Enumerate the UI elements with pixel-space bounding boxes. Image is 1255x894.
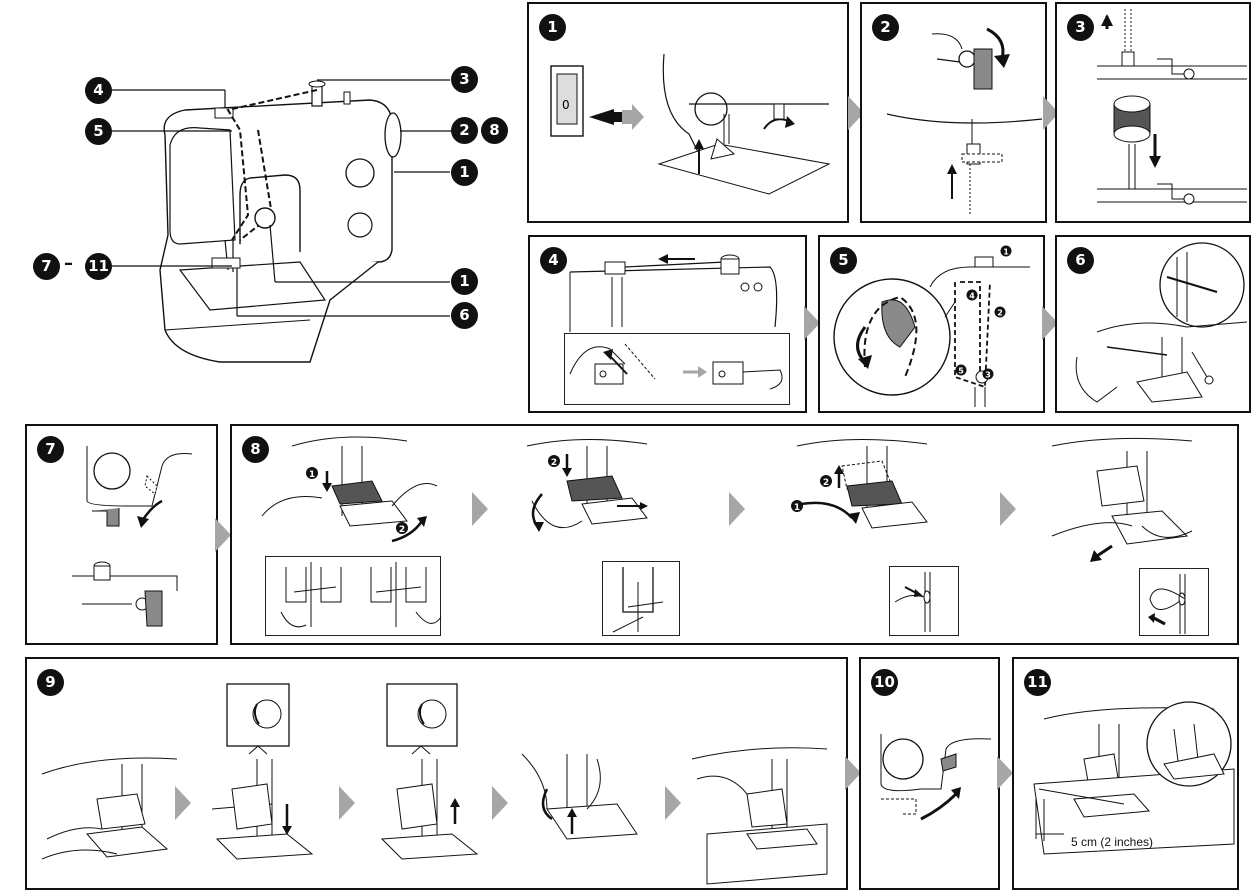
callout-badge: 6: [451, 302, 478, 329]
detail-inset: [1139, 568, 1209, 636]
threader-lever-up-illustration: [880, 734, 992, 821]
step-panel-4: 4: [528, 235, 807, 413]
step-number-badge: 6: [1067, 247, 1094, 274]
threader-lever-illustration: [72, 446, 193, 627]
step-number-badge: 9: [37, 669, 64, 696]
sub-step-mark: 2: [823, 478, 829, 488]
step-panel-10: 10: [859, 657, 1000, 890]
hook-detail-illustration: [612, 567, 664, 633]
thread-detail-illustration: [569, 343, 783, 390]
step-panel-2: 2: [860, 2, 1047, 223]
step-arrow: [1043, 96, 1059, 130]
detail-inset: [265, 556, 442, 636]
step-number-badge: 7: [37, 436, 64, 463]
step-number-badge: 3: [1067, 14, 1094, 41]
callout-badge: 1: [451, 268, 478, 295]
dimension-label: 5 cm (2 inches): [1071, 835, 1154, 849]
step-panel-8: 8 1 2 2 1 2: [230, 424, 1239, 645]
svg-text:0: 0: [562, 98, 570, 112]
hook-detail-illustration: [280, 562, 442, 628]
step-panel-11: 11 5 cm (2 inches): [1012, 657, 1239, 890]
needle-eye-detail-illustration: [1148, 574, 1186, 634]
needle-threading-sequence-illustration: 1 2 2 1 2: [261, 436, 1193, 562]
upper-threading-illustration: 1 2 3 4 5: [833, 245, 1030, 407]
step-number-badge: 10: [871, 669, 898, 696]
step-panel-9: 9: [25, 657, 848, 890]
step-arrow: [215, 518, 231, 552]
range-dash: –: [64, 253, 73, 274]
step-arrow: [997, 756, 1013, 790]
path-mark: 3: [985, 371, 991, 380]
step-number-badge: 8: [242, 436, 269, 463]
bobbin-thread-pickup-sequence-illustration: [41, 683, 828, 885]
step-number-badge: 2: [872, 14, 899, 41]
handwheel-illustration: [886, 27, 1043, 214]
path-mark: 4: [969, 292, 975, 301]
callout-badge: 3: [451, 66, 478, 93]
path-mark: 5: [958, 367, 964, 376]
spool-pin-illustration: [1097, 9, 1247, 205]
detail-inset: [602, 561, 680, 636]
step-number-badge: 4: [540, 247, 567, 274]
callout-badge: 8: [481, 117, 508, 144]
path-mark: 1: [1003, 248, 1009, 257]
step-panel-6: 6: [1055, 235, 1251, 413]
sub-step-mark: 1: [794, 503, 800, 513]
sub-step-mark: 2: [399, 525, 405, 535]
callout-badge: 2: [451, 117, 478, 144]
needle-eye-detail-illustration: [894, 572, 931, 632]
machine-overview-illustration: [112, 79, 470, 363]
step-panel-3: 3: [1055, 2, 1251, 223]
callout-badge: 11: [85, 253, 112, 280]
step-number-badge: 11: [1024, 669, 1051, 696]
step-arrow: [804, 306, 820, 340]
callout-badge: 7: [33, 253, 60, 280]
step-arrow: [1042, 306, 1058, 340]
callout-badge: 4: [85, 77, 112, 104]
callout-badge: 5: [85, 118, 112, 145]
power-switch-illustration: 0: [550, 53, 831, 195]
step-number-badge: 5: [830, 247, 857, 274]
step-number-badge: 1: [539, 14, 566, 41]
path-mark: 2: [997, 309, 1003, 318]
callout-badge: 1: [451, 159, 478, 186]
thread-tails-illustration: [1033, 701, 1235, 855]
needle-bar-guide-illustration: [1075, 242, 1248, 403]
step-panel-1: 1 0: [527, 2, 849, 223]
detail-inset: [564, 333, 790, 405]
thread-guide-illustration: [569, 254, 778, 332]
sub-step-mark: 1: [309, 470, 315, 480]
step-arrow: [848, 96, 864, 130]
step-arrow: [845, 756, 861, 790]
detail-inset: [889, 566, 959, 636]
step-panel-5: 5 1 2 3 4 5: [818, 235, 1045, 413]
step-panel-7: 7: [25, 424, 218, 645]
sub-step-mark: 2: [551, 458, 557, 468]
